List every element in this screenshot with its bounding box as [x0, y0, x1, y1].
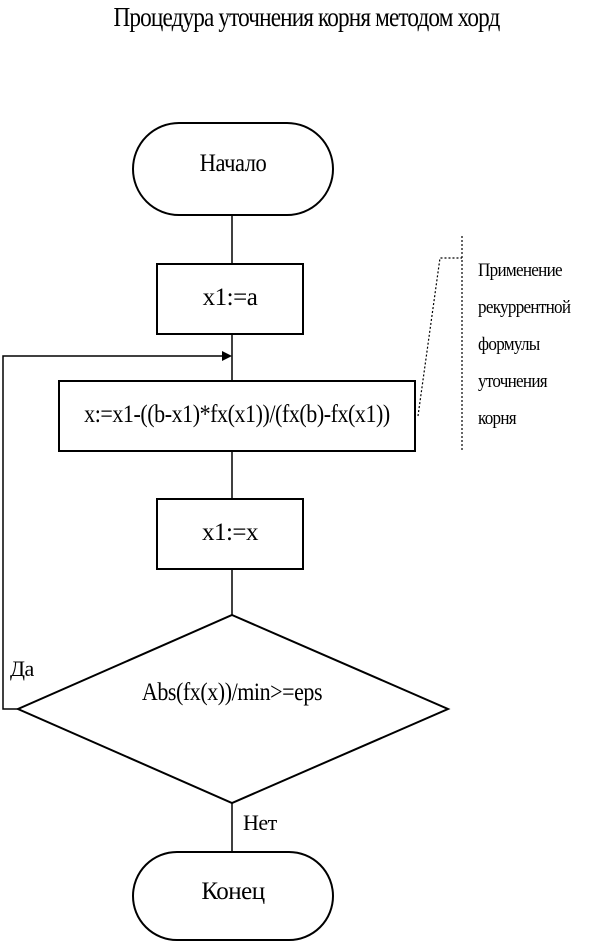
note-connector	[417, 257, 462, 417]
note-line: рекуррентной	[478, 297, 571, 318]
update-x1-label: x1:=x	[201, 519, 259, 546]
note-line: формулы	[478, 334, 540, 355]
loop-back-line	[2, 355, 222, 710]
assign-x1-box	[156, 263, 304, 335]
yes-label: Да	[10, 656, 34, 681]
note-line: корня	[478, 408, 517, 429]
formula-box	[58, 380, 416, 452]
loop-arrowhead	[222, 351, 232, 361]
start-terminator	[132, 122, 334, 216]
start-label: Начало	[199, 150, 267, 177]
end-terminator	[132, 851, 334, 941]
note-line: уточнения	[478, 371, 548, 392]
diagram-title: Процедура уточнения корня методом хорд	[113, 2, 500, 32]
update-x1-box	[156, 498, 304, 570]
annotation-note: Применение рекуррентной формулы уточнени…	[478, 252, 595, 437]
assign-x1-label: x1:=a	[202, 284, 258, 311]
condition-label: Abs(fx(x))/min>=eps	[141, 679, 323, 706]
no-label: Нет	[243, 810, 277, 835]
end-label: Конец	[201, 878, 265, 905]
formula-label: x:=x1-((b-x1)*fx(x1))/(fx(b)-fx(x1))	[84, 401, 390, 428]
condition-diamond	[15, 613, 451, 805]
note-line: Применение	[478, 260, 563, 281]
